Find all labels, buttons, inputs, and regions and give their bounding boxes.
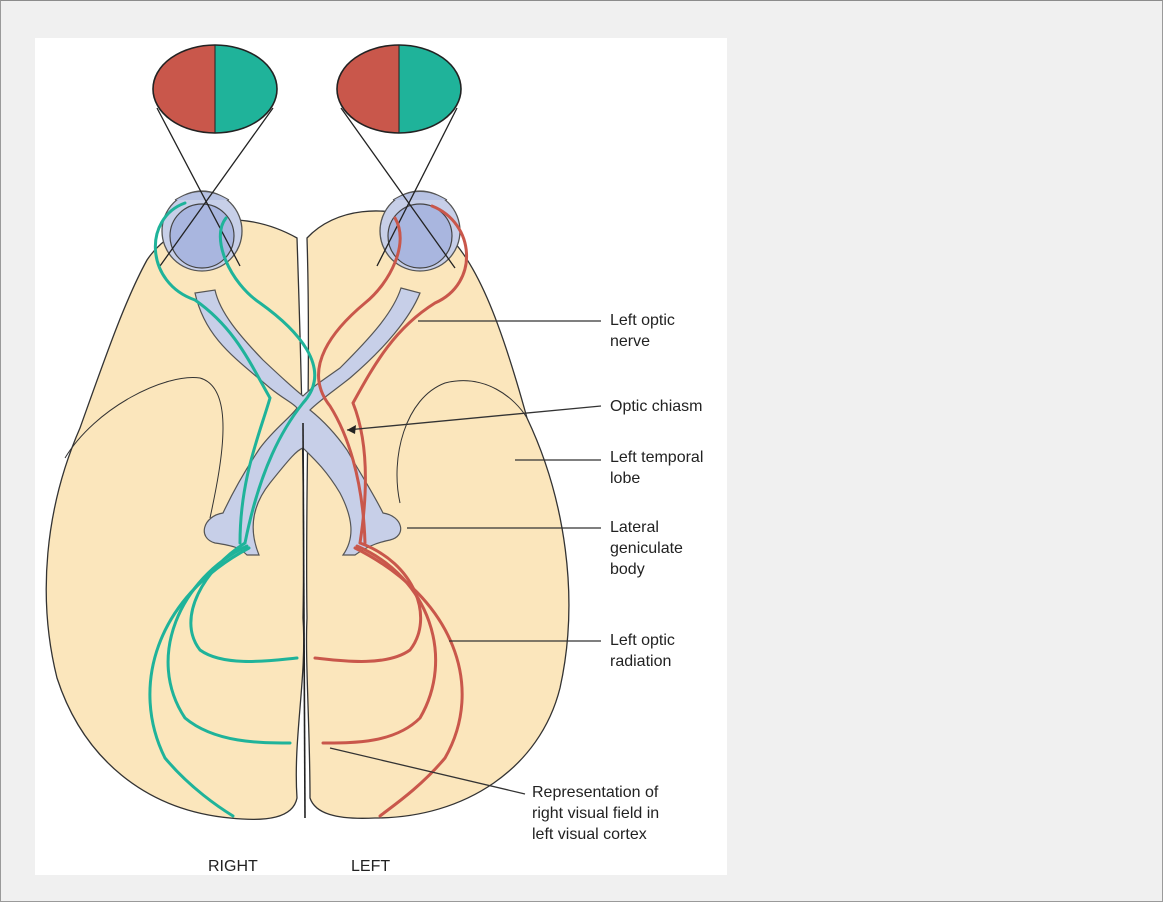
- left-eye-visual-field: [337, 45, 461, 133]
- side-label-left: LEFT: [351, 858, 390, 876]
- label-lateral-geniculate-body: Lateral geniculate body: [610, 517, 683, 580]
- label-left-temporal-lobe: Left temporal lobe: [610, 447, 703, 489]
- label-left-optic-nerve: Left optic nerve: [610, 310, 675, 352]
- right-eye-visual-field: [153, 45, 277, 133]
- label-optic-chiasm: Optic chiasm: [610, 396, 702, 417]
- right-eye: [162, 191, 242, 271]
- diagram-panel: Left optic nerve Optic chiasm Left tempo…: [35, 38, 727, 875]
- label-representation: Representation of right visual field in …: [532, 782, 659, 845]
- right-hemisphere: [46, 220, 303, 820]
- label-left-optic-radiation: Left optic radiation: [610, 630, 675, 672]
- midline: [303, 423, 305, 818]
- side-label-right: RIGHT: [208, 858, 258, 876]
